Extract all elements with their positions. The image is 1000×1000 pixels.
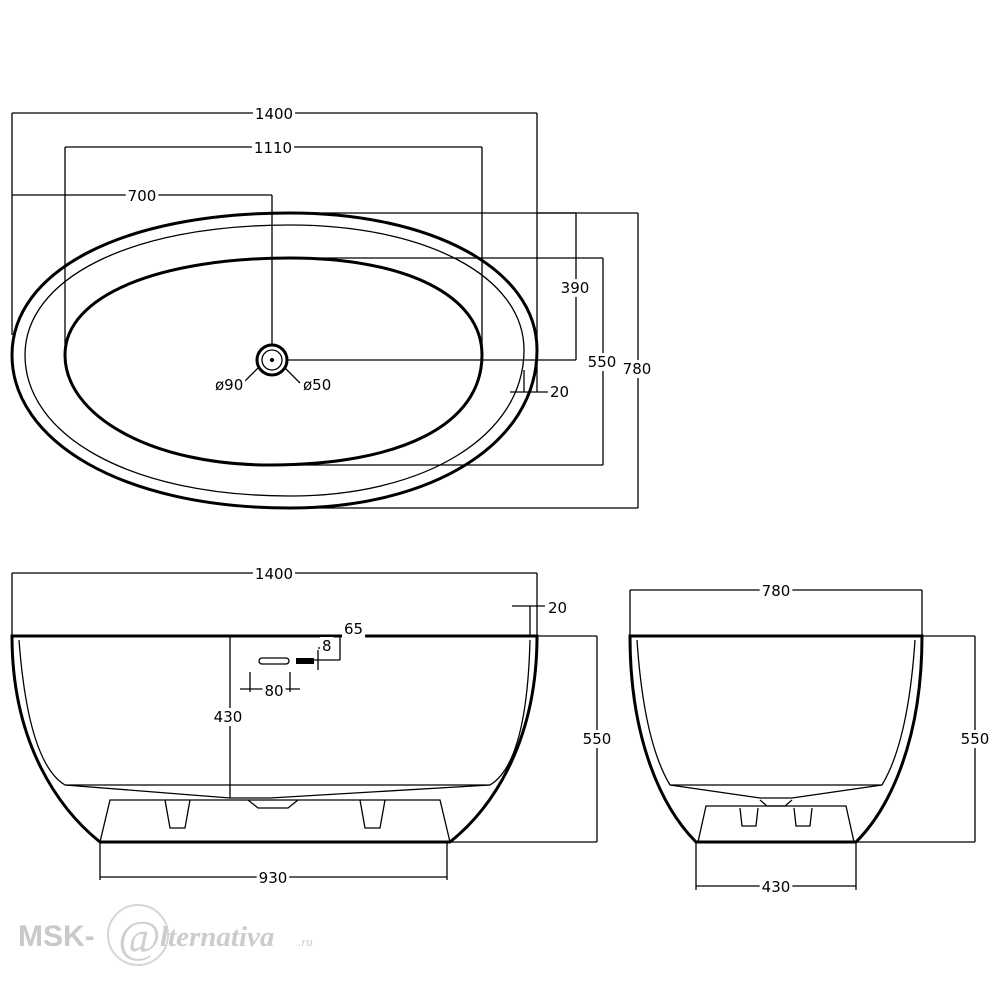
label-background (548, 383, 572, 401)
label-background (620, 360, 654, 378)
side-drain-recess (759, 799, 793, 807)
side-outer-body (628, 634, 924, 844)
label-background (125, 187, 159, 205)
side-inner-basin (636, 639, 916, 786)
top-outer-rim (10, 211, 539, 510)
label-background (256, 869, 290, 887)
front-drain-recess (247, 799, 299, 809)
label-d90: ø90 (215, 376, 243, 394)
label-background (301, 376, 334, 394)
front-view: 1400 20 65 8 80 430 550 930 (10, 565, 614, 887)
label-20-top: 20 (550, 383, 569, 401)
side-foot-left (739, 807, 759, 827)
label-background (585, 353, 619, 371)
drain-inner-ring (261, 349, 283, 371)
front-foot-left (164, 799, 191, 829)
label-background (211, 708, 245, 726)
watermark-at-glyph: @ (118, 911, 160, 962)
label-background (262, 682, 286, 700)
label-background (252, 105, 296, 123)
drain-center (270, 358, 274, 362)
front-basin-floor (64, 784, 491, 799)
leader-d50 (284, 367, 301, 384)
label-1110: 1110 (254, 139, 292, 157)
label-background (759, 878, 793, 896)
label-20-front: 20 (548, 599, 567, 617)
label-430: 430 (214, 708, 243, 726)
label-930: 930 (259, 869, 288, 887)
label-background (546, 599, 570, 617)
overflow-slot (258, 657, 290, 665)
label-background (580, 730, 614, 748)
label-background (320, 637, 334, 655)
label-background (213, 376, 246, 394)
side-view: 780 550 430 (628, 582, 992, 896)
label-background (958, 730, 992, 748)
front-inner-basin (18, 639, 531, 786)
watermark-logo: MSK- @ lternativa .ru (18, 904, 313, 966)
label-background (558, 279, 592, 297)
top-view: 1400 1110 700 390 550 780 20 ø90 ø50 (10, 105, 654, 510)
label-d50: ø50 (303, 376, 331, 394)
label-1400-front: 1400 (255, 565, 293, 583)
front-base-frame (99, 799, 451, 843)
front-foot-right (359, 799, 386, 829)
label-550-front: 550 (583, 730, 612, 748)
label-background (342, 620, 366, 638)
label-1400-top: 1400 (255, 105, 293, 123)
side-foot-right (793, 807, 813, 827)
watermark-at-ring (107, 904, 169, 966)
label-8: 8 (322, 637, 332, 655)
side-base-frame (697, 805, 855, 843)
overflow-side-section (296, 658, 314, 664)
watermark-suffix: lternativa (160, 921, 274, 953)
label-700: 700 (128, 187, 157, 205)
side-basin-floor (669, 784, 883, 799)
label-550-side: 550 (961, 730, 990, 748)
label-780-top: 780 (623, 360, 652, 378)
label-background (252, 565, 296, 583)
label-background (759, 582, 793, 600)
label-780-side: 780 (762, 582, 791, 600)
watermark-prefix: MSK- (18, 920, 95, 953)
watermark-tld: .ru (298, 934, 313, 949)
top-basin-outline (63, 256, 484, 467)
label-65: 65 (344, 620, 363, 638)
label-430-side: 430 (762, 878, 791, 896)
front-outer-body (10, 634, 539, 844)
label-80: 80 (264, 682, 283, 700)
label-390: 390 (561, 279, 590, 297)
top-inner-rim (24, 224, 525, 497)
label-550-top: 550 (588, 353, 617, 371)
leader-d90 (242, 367, 259, 384)
label-background (251, 139, 295, 157)
